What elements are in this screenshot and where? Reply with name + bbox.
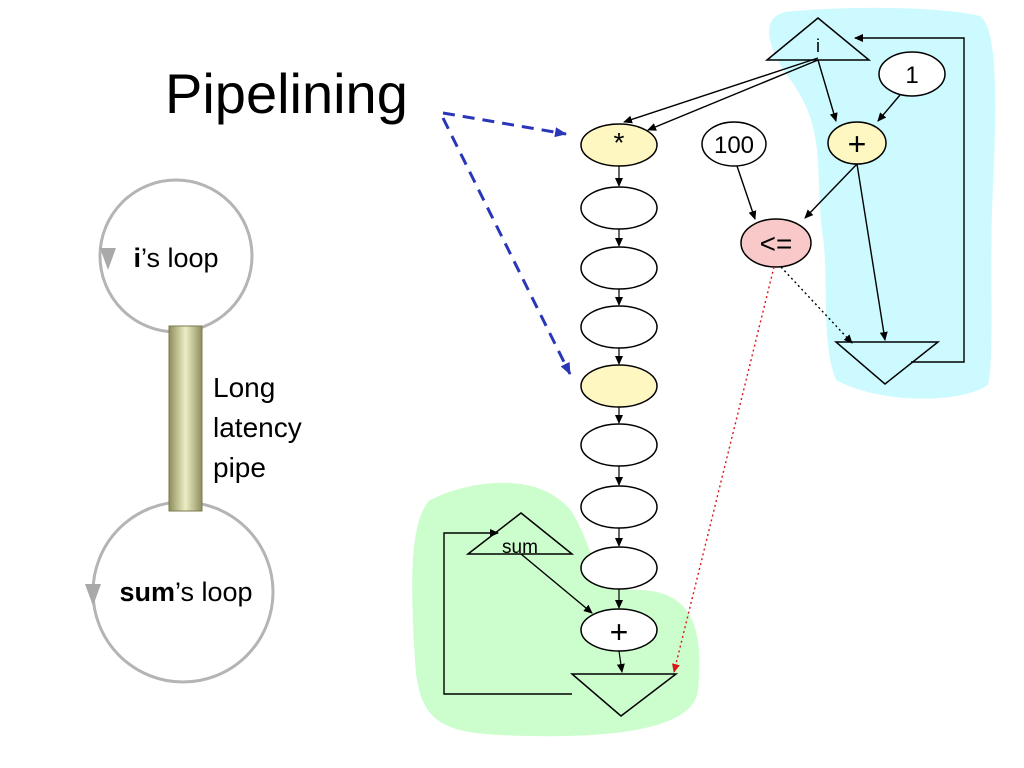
i-loop-region <box>769 7 996 399</box>
pipeline-stage <box>580 485 658 529</box>
i-loop-label: i’s loop <box>133 243 218 273</box>
pipe-label-line: Long <box>213 372 276 403</box>
pipeline-connectors <box>615 166 625 673</box>
pointer-to-pipeline-stage <box>441 117 572 375</box>
i-loop-edges <box>623 57 901 341</box>
pipe-label: Long latency pipe <box>213 368 302 488</box>
multiply-label: * <box>614 127 625 158</box>
pipeline-stage <box>580 423 658 467</box>
pipeline-stage <box>580 546 658 590</box>
sum-to-add-edge <box>520 553 593 614</box>
sum-loop-region <box>412 482 700 737</box>
constant-hundred-node <box>701 121 767 167</box>
pointer-to-multiply <box>442 111 567 138</box>
long-latency-pipe <box>168 325 203 512</box>
compare-node <box>740 218 812 268</box>
compare-to-i-output-edge <box>780 266 853 344</box>
pipe-label-line: pipe <box>213 452 266 483</box>
constant-hundred-label: 100 <box>714 132 754 159</box>
sum-feedback-edge <box>443 529 572 695</box>
constant-one-label: 1 <box>905 62 918 89</box>
sum-loop-label: sum’s loop <box>119 577 252 607</box>
compare-to-sum-output-edge <box>672 266 775 673</box>
sum-register-label: sum <box>502 537 538 558</box>
i-loop-arrowhead <box>100 248 116 270</box>
compare-label: <= <box>760 228 793 259</box>
i-register-label: i <box>816 36 820 56</box>
sum-loop-arrowhead <box>85 584 101 606</box>
i-feedback-edge <box>854 34 965 363</box>
i-add-label: + <box>848 126 867 162</box>
sum-output-triangle <box>569 673 679 717</box>
sum-add-label: + <box>610 614 629 650</box>
pipeline-stage <box>580 186 658 230</box>
slide-title: Pipelining <box>165 62 408 125</box>
pipeline-stage <box>580 246 658 290</box>
pipeline-stage-highlighted <box>580 364 658 408</box>
constant-one-node <box>878 51 946 97</box>
pipeline-stage <box>580 305 658 349</box>
i-output-triangle <box>833 341 941 385</box>
pipe-label-line: latency <box>213 412 302 443</box>
